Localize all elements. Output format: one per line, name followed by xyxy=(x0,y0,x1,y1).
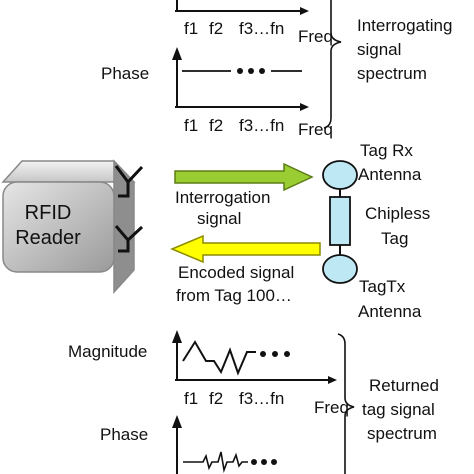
magnitude-label: Magnitude xyxy=(68,342,147,361)
top-magnitude-plot: f1 f2 f3…fn Freq xyxy=(175,0,333,46)
svg-text:Returned: Returned xyxy=(369,376,439,395)
tag-tx-label: TagTx xyxy=(359,277,406,296)
bottom-curly-brace xyxy=(337,333,355,474)
tick-label: f2 xyxy=(209,116,223,135)
freq-axis-label: Freq xyxy=(298,120,333,139)
axis-arrowhead-icon xyxy=(328,376,337,384)
top-phase-plot: Phase f1 f2 f3…fn Freq xyxy=(101,47,333,139)
magnitude-trace xyxy=(182,340,256,376)
chip-body xyxy=(329,196,351,246)
encoded-signal-arrow: Encoded signal from Tag 100… xyxy=(170,234,321,305)
right-arrow-icon xyxy=(174,162,314,192)
tick-label: f3…fn xyxy=(239,116,284,135)
phase-label: Phase xyxy=(101,64,149,83)
interrogation-arrow: Interrogation signal xyxy=(174,162,314,228)
bottom-magnitude-plot: Magnitude f1 f2 f3…fn Freq xyxy=(68,330,349,417)
bottom-brace-label: Returned tag signal spectrum xyxy=(362,376,439,443)
antenna-icon xyxy=(114,165,144,198)
reader-label: Reader xyxy=(15,227,81,249)
tag-tx-label: Antenna xyxy=(358,302,422,321)
axis-arrowhead-icon xyxy=(300,7,309,15)
chip-label: Chipless xyxy=(365,204,430,223)
interrogation-label: signal xyxy=(197,209,241,228)
tag-rx-label: Antenna xyxy=(358,165,422,184)
tick-label: f3…fn xyxy=(239,19,284,38)
svg-text:spectrum: spectrum xyxy=(367,424,437,443)
reader-label: RFID xyxy=(25,202,72,224)
tick-label: f3…fn xyxy=(239,389,284,408)
top-curly-brace xyxy=(323,0,342,129)
freq-axis-label: Freq xyxy=(298,27,333,46)
tick-label: f1 xyxy=(184,389,198,408)
tag-rx-label: Tag Rx xyxy=(360,141,413,160)
phase-trace xyxy=(183,451,248,474)
chip-label: Tag xyxy=(381,229,408,248)
svg-text:Interrogating: Interrogating xyxy=(357,16,452,35)
chipless-tag: Tag Rx Antenna Chipless Tag TagTx Antenn… xyxy=(322,141,430,321)
tick-label: f2 xyxy=(209,19,223,38)
freq-axis-label: Freq xyxy=(314,398,349,417)
rfid-reader: RFID Reader xyxy=(1,159,136,294)
interrogation-label: Interrogation xyxy=(175,188,270,207)
dots-icon xyxy=(237,68,265,74)
left-arrow-icon xyxy=(170,234,321,264)
tag-tx-antenna-shape xyxy=(322,254,358,284)
reader-body xyxy=(2,181,115,273)
svg-text:tag signal: tag signal xyxy=(362,400,435,419)
top-brace-label: Interrogating signal spectrum xyxy=(357,16,452,83)
encoded-signal-label: Encoded signal xyxy=(178,263,294,282)
encoded-signal-label: from Tag 100… xyxy=(176,286,292,305)
axis-arrowhead-icon xyxy=(300,103,309,111)
dots-icon xyxy=(251,459,277,465)
antenna-icon xyxy=(114,225,144,253)
tick-label: f1 xyxy=(184,19,198,38)
bottom-phase-plot: Phase xyxy=(100,415,277,474)
tick-label: f2 xyxy=(209,389,223,408)
svg-text:signal: signal xyxy=(357,40,401,59)
phase-label: Phase xyxy=(100,425,148,444)
tick-label: f1 xyxy=(184,116,198,135)
dots-icon xyxy=(260,351,290,357)
svg-text:spectrum: spectrum xyxy=(357,64,427,83)
tag-rx-antenna-shape xyxy=(322,160,358,190)
